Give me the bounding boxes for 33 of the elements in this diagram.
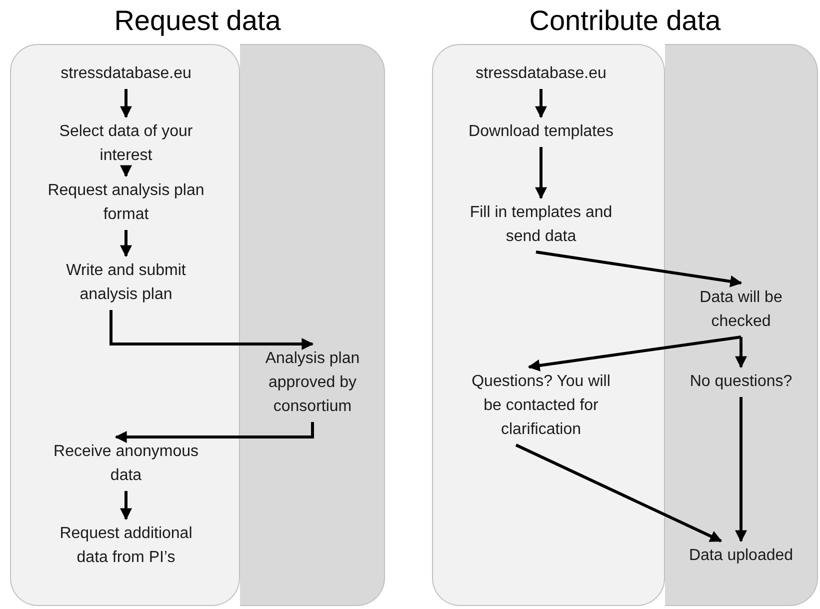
swimlane-panel — [10, 44, 240, 606]
arrow — [114, 422, 314, 443]
arrow — [735, 337, 747, 368]
step-text: Receive anonymous data — [36, 437, 216, 491]
step-text: Download templates — [461, 117, 621, 147]
arrow — [110, 310, 314, 350]
arrow — [120, 491, 132, 520]
section-heading: Request data — [113, 4, 282, 38]
arrow — [535, 89, 547, 118]
step-text: Analysis plan approved by consortium — [243, 344, 382, 422]
section-heading: Contribute data — [528, 4, 722, 38]
step-text: Select data of your interest — [46, 117, 206, 171]
step-text: Request additional data from PI’s — [56, 519, 196, 573]
swimlane-panel — [240, 44, 385, 606]
arrow — [535, 147, 547, 200]
step-text: Write and submit analysis plan — [41, 256, 211, 310]
arrow — [735, 397, 747, 542]
swimlane-panel — [432, 44, 665, 606]
step-text: Fill in templates and send data — [456, 198, 626, 252]
step-text: Questions? You will be contacted for clarification — [471, 367, 611, 445]
step-text: No questions? — [668, 367, 814, 397]
arrow — [515, 444, 722, 542]
arrow — [528, 336, 742, 372]
arrow — [120, 89, 132, 118]
step-text: Request analysis plan format — [46, 176, 206, 230]
step-text: Data uploaded — [670, 541, 812, 571]
step-text: Data will be checked — [668, 283, 814, 337]
arrow — [536, 250, 742, 288]
swimlane-panel — [665, 44, 818, 606]
step-text: stressdatabase.eu — [26, 59, 226, 89]
arrow — [120, 230, 132, 258]
step-text: stressdatabase.eu — [441, 59, 641, 89]
arrow — [120, 165, 132, 178]
